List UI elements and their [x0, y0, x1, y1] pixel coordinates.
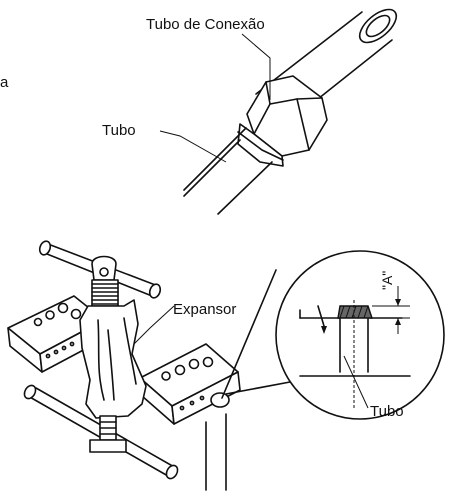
- detail-tube-label: Tubo: [370, 403, 404, 420]
- callout-line-upper: [221, 269, 277, 399]
- detail-tube-leader-line: [343, 355, 369, 409]
- dimension-a-label: "A": [379, 271, 395, 290]
- expander-yoke: [38, 240, 162, 453]
- expander-leader-line: [133, 305, 175, 345]
- clamp-bar-left: [7, 295, 107, 373]
- tube: [183, 127, 273, 215]
- flaring-tool-illustration: Expansor: [7, 240, 445, 491]
- flare-nut: [237, 75, 328, 167]
- connection-tube-label: Tubo de Conexão: [146, 16, 265, 33]
- tube-leader-line: [159, 130, 227, 163]
- cropped-text-fragment: a: [0, 74, 9, 91]
- callout-line-lower: [225, 381, 291, 395]
- magnified-detail: "A" Tubo: [275, 250, 445, 420]
- tube-label: Tubo: [102, 122, 136, 139]
- expander-label: Expansor: [173, 301, 236, 318]
- connection-tube-leader-line: [241, 33, 271, 100]
- clamp-bar-right: [139, 343, 241, 491]
- pipe-connection-illustration: Tubo de Conexão Tubo: [102, 8, 398, 215]
